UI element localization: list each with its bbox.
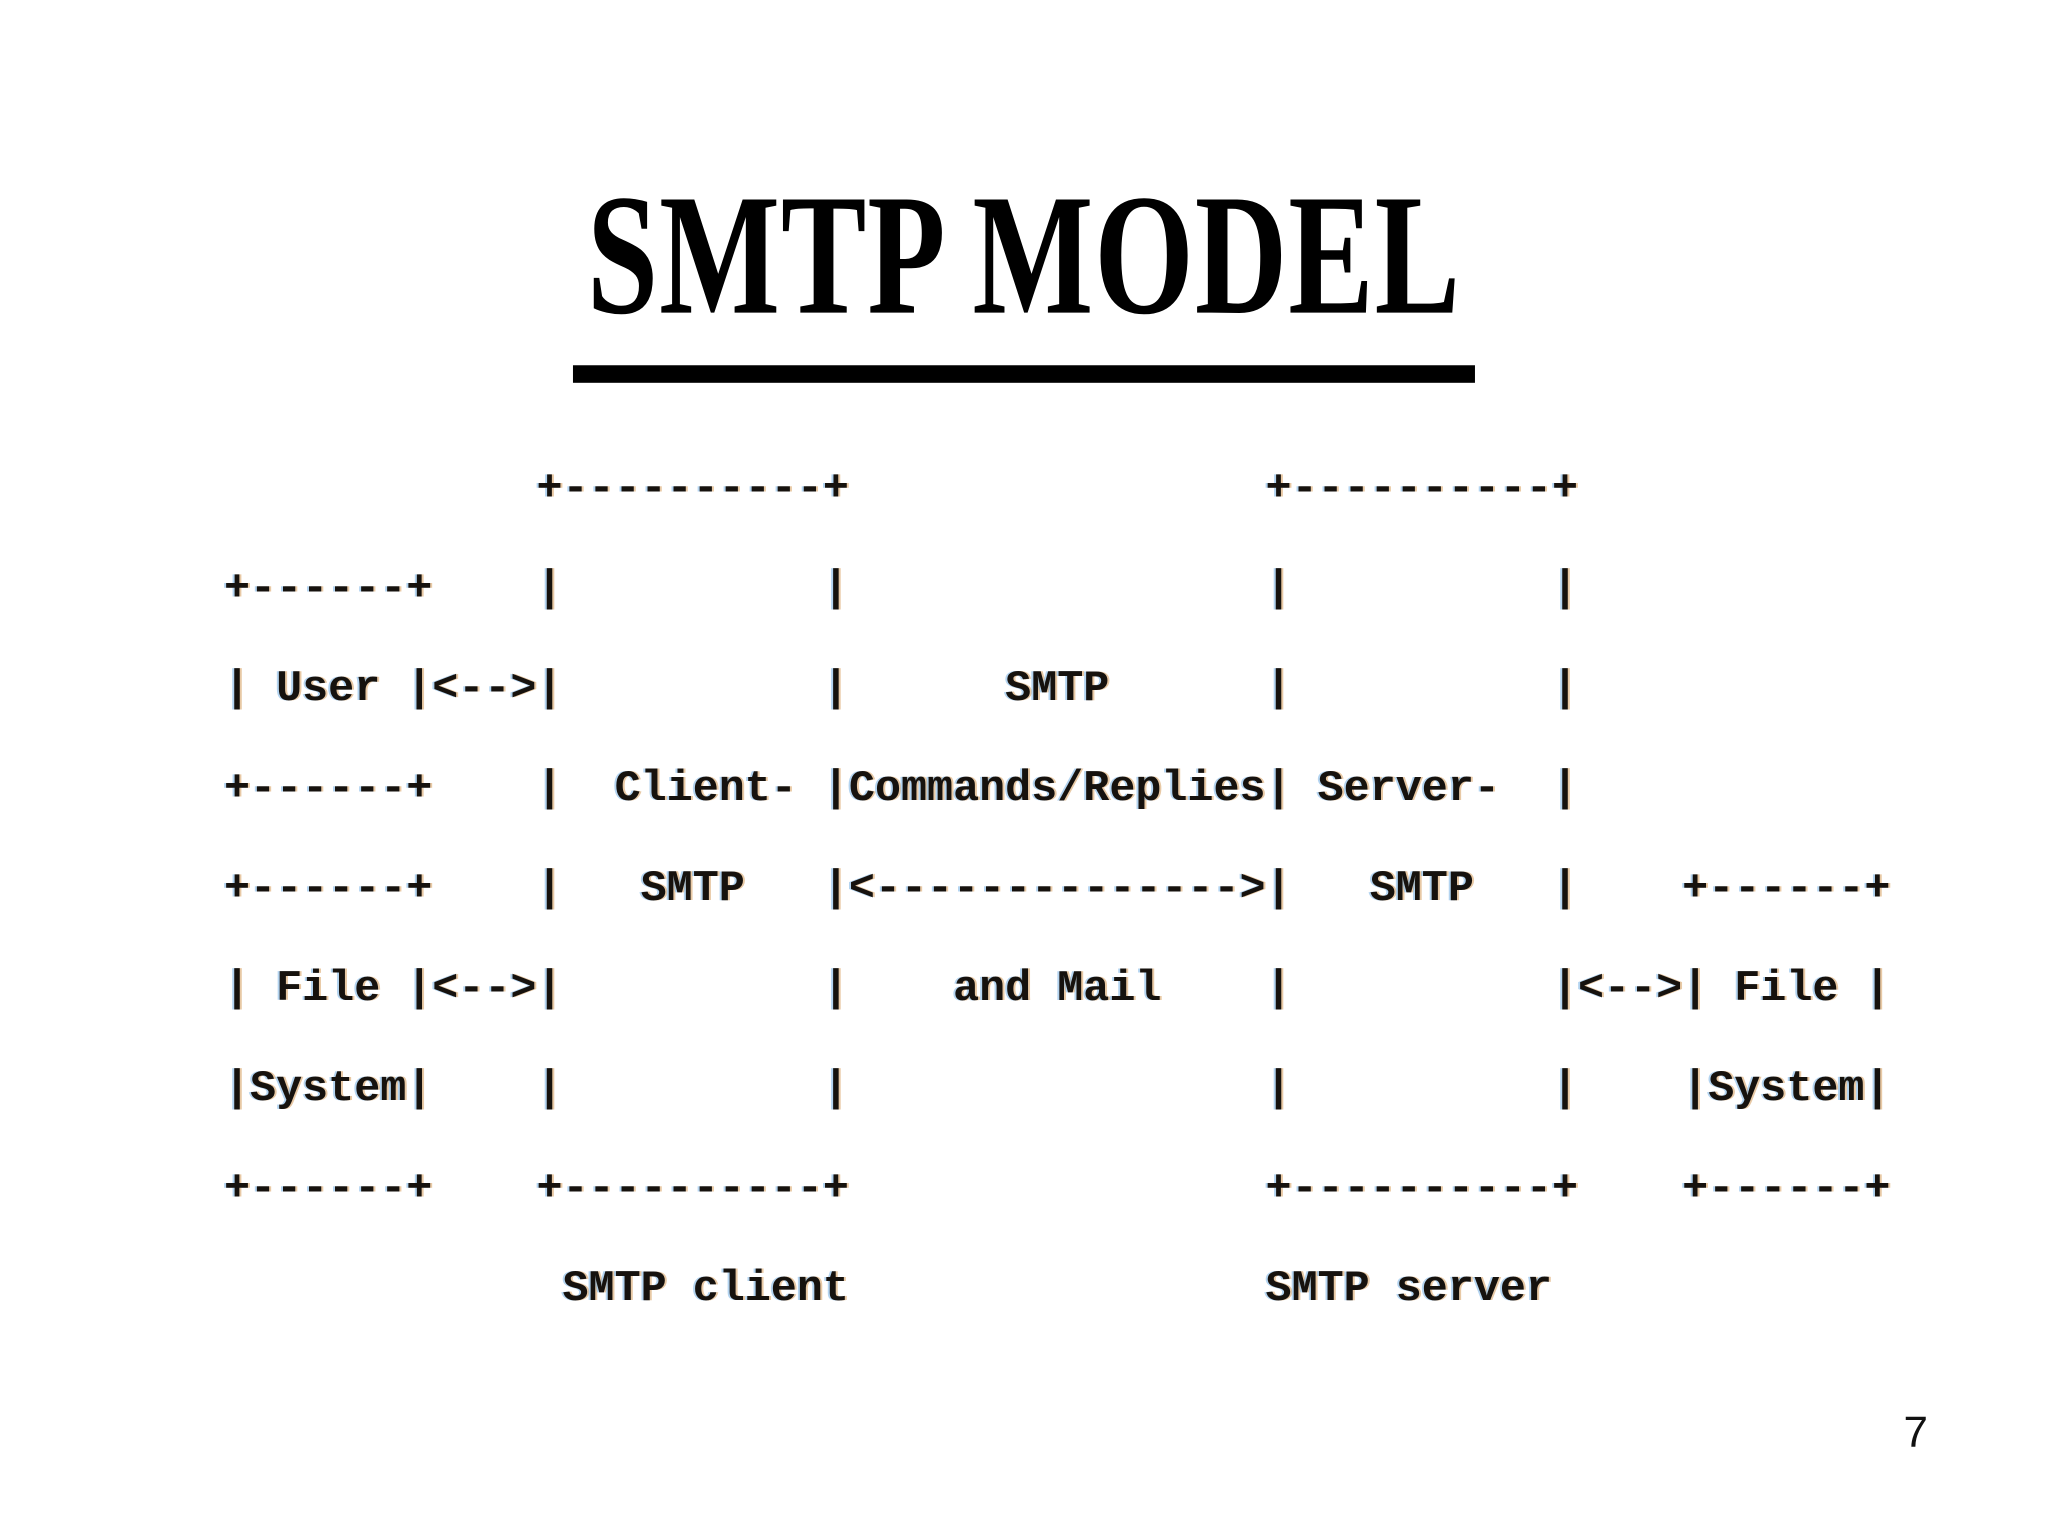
ascii-line-smtp-arrow-smtp: +------+ | SMTP |<-------------->| SMTP …: [224, 865, 1891, 914]
slide-title: SMTP MODEL: [572, 156, 1476, 383]
ascii-line-box-bottoms: +------+ +----------+ +----------+ +----…: [224, 1165, 1891, 1214]
ascii-line-user-box-top: +------+ | | | |: [224, 565, 1579, 614]
ascii-line-captions: SMTP client SMTP server: [224, 1265, 1552, 1314]
page-number: 7: [1903, 1408, 1928, 1457]
ascii-line-client-commands-server: +------+ | Client- |Commands/Replies| Se…: [224, 765, 1579, 814]
ascii-line-file-and-mail-file: | File |<-->| | and Mail | |<-->| File |: [224, 965, 1891, 1014]
ascii-line-box-tops: +----------+ +----------+: [224, 465, 1579, 514]
ascii-line-system-system: |System| | | | | |System|: [224, 1065, 1891, 1114]
ascii-line-user-arrow-smtp: | User |<-->| | SMTP | |: [224, 665, 1579, 714]
smtp-model-ascii-diagram: +----------+ +----------+ +------+ | | | …: [224, 440, 1890, 1340]
